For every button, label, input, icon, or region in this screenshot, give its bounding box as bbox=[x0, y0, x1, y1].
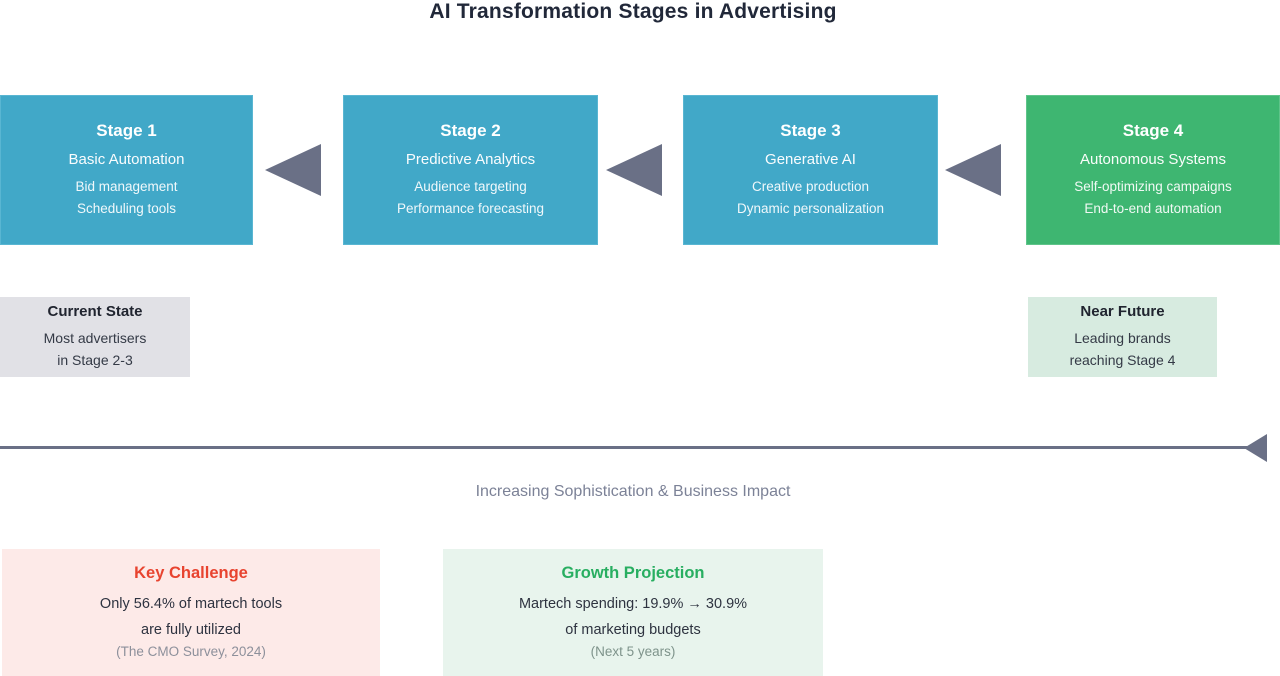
near-future-box: Near Future Leading brands reaching Stag… bbox=[1028, 297, 1217, 377]
current-state-line: Most advertisers bbox=[43, 329, 147, 346]
stage-2-subtitle: Predictive Analytics bbox=[405, 151, 536, 168]
stage-box-4: Stage 4 Autonomous Systems Self-optimizi… bbox=[1026, 95, 1280, 245]
arrow-left-icon bbox=[606, 144, 662, 196]
stage-1-subtitle: Basic Automation bbox=[68, 151, 185, 168]
stage-2-detail: Performance forecasting bbox=[396, 200, 545, 216]
axis-line bbox=[0, 446, 1247, 449]
stage-2-name: Stage 2 bbox=[440, 121, 501, 140]
key-challenge-box: Key Challenge Only 56.4% of martech tool… bbox=[2, 549, 380, 676]
growth-projection-title: Growth Projection bbox=[561, 564, 705, 582]
axis-label: Increasing Sophistication & Business Imp… bbox=[475, 483, 791, 500]
stage-box-2: Stage 2 Predictive Analytics Audience ta… bbox=[343, 95, 598, 245]
stage-4-name: Stage 4 bbox=[1122, 121, 1184, 140]
stage-1-detail: Bid management bbox=[75, 179, 178, 194]
growth-projection-note: (Next 5 years) bbox=[590, 644, 676, 659]
growth-projection-box: Growth Projection Martech spending: 19.9… bbox=[443, 549, 823, 676]
stage-1-detail: Scheduling tools bbox=[76, 200, 177, 216]
arrow-left-icon bbox=[265, 144, 321, 196]
axis-arrowhead-icon bbox=[1244, 434, 1267, 462]
key-challenge-title: Key Challenge bbox=[134, 564, 248, 582]
diagram-title: AI Transformation Stages in Advertising bbox=[429, 0, 837, 23]
stage-3-detail: Dynamic personalization bbox=[736, 200, 885, 216]
growth-projection-line: Martech spending: 19.9% → 30.9% bbox=[518, 596, 748, 612]
key-challenge-source: (The CMO Survey, 2024) bbox=[116, 644, 266, 659]
stage-3-name: Stage 3 bbox=[780, 121, 841, 140]
stage-box-1: Stage 1 Basic Automation Bid management … bbox=[0, 95, 253, 245]
key-challenge-line: Only 56.4% of martech tools bbox=[99, 596, 283, 612]
stage-4-subtitle: Autonomous Systems bbox=[1080, 151, 1226, 168]
arrow-left-icon bbox=[945, 144, 1001, 196]
near-future-line: Leading brands bbox=[1074, 329, 1171, 346]
stage-3-detail: Creative production bbox=[751, 179, 870, 194]
current-state-title: Current State bbox=[47, 302, 143, 320]
growth-projection-line: of marketing budgets bbox=[565, 621, 701, 638]
current-state-line: in Stage 2-3 bbox=[57, 352, 133, 368]
stage-4-detail: Self-optimizing campaigns bbox=[1074, 179, 1232, 194]
stage-3-subtitle: Generative AI bbox=[765, 151, 856, 168]
stage-1-name: Stage 1 bbox=[96, 121, 157, 140]
current-state-box: Current State Most advertisers in Stage … bbox=[0, 297, 190, 377]
stage-2-detail: Audience targeting bbox=[414, 179, 527, 194]
near-future-title: Near Future bbox=[1080, 302, 1165, 320]
stage-box-3: Stage 3 Generative AI Creative productio… bbox=[683, 95, 938, 245]
near-future-line: reaching Stage 4 bbox=[1069, 352, 1176, 368]
stage-4-detail: End-to-end automation bbox=[1084, 200, 1222, 216]
key-challenge-line: are fully utilized bbox=[141, 621, 241, 638]
